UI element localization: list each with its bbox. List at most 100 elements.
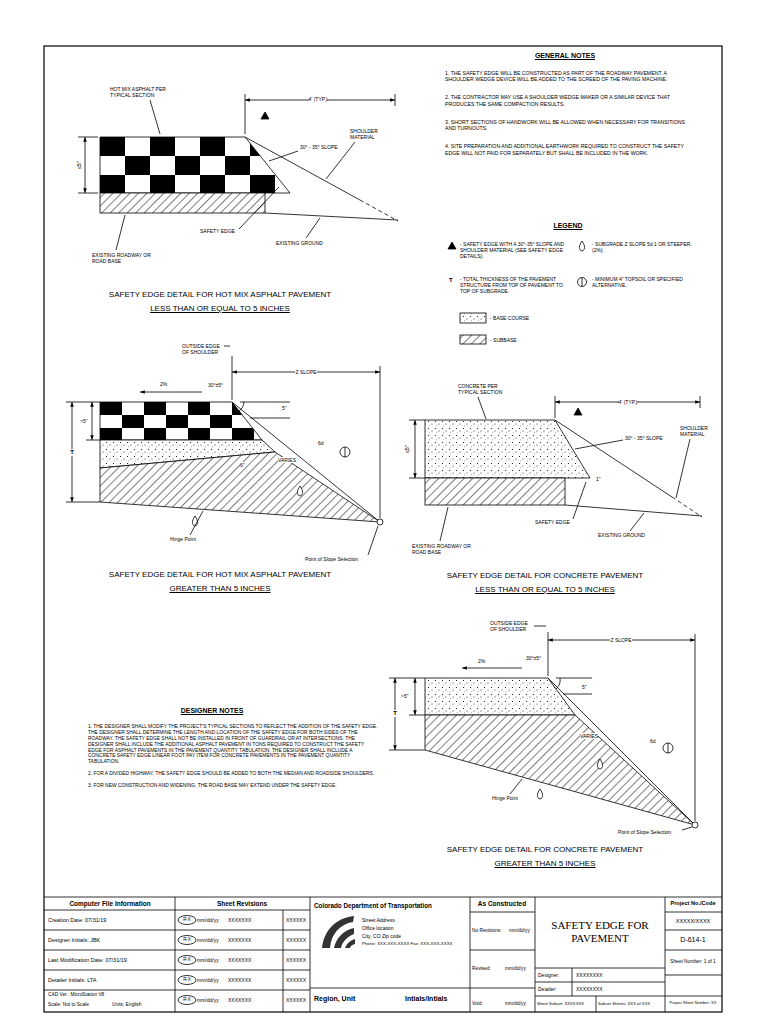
title-block-cell: Scale: Not to Scale — [48, 1002, 89, 1008]
dimension-text: VARIES — [580, 733, 598, 739]
callout-text: EXISTING GROUND — [598, 532, 645, 538]
dimension-text: 5" — [582, 684, 587, 690]
title-block-cell: No Revisions: — [472, 928, 502, 934]
title-block-cell: Creation Date: 07/31/19 — [48, 917, 106, 924]
title-block-cell: CAD Ver.: MicroStation V8 — [48, 992, 104, 998]
callout-text: SAFETY EDGE — [200, 228, 235, 234]
detail-title: GREATER THAN 5 INCHES — [169, 584, 270, 594]
dimension-line — [85, 137, 86, 193]
callout-text: EXISTING ROADWAY OR ROAD BASE — [92, 252, 154, 264]
revision-circle — [178, 916, 196, 925]
agency-name: Colorado Department of Transportation — [314, 902, 432, 910]
safety-edge-symbol — [574, 408, 582, 415]
safety-edge-symbol — [261, 112, 269, 119]
detail-title: SAFETY EDGE DETAIL FOR CONCRETE PAVEMENT — [447, 845, 643, 855]
title-block-cell: mm/dd/yy — [197, 937, 219, 943]
designer-note: 3. FOR NEW CONSTRUCTION AND WIDENING, TH… — [88, 783, 378, 789]
hma-thick-detail — [66, 346, 383, 555]
title-block-cell: mm/dd/yy — [197, 917, 219, 923]
general-note: 2. THE CONTRACTOR MAY USE A SHOULDER WED… — [445, 94, 695, 106]
revision-mark: R-X — [183, 957, 191, 962]
title-block-heading: Sheet Revisions — [217, 900, 267, 908]
topsoil-symbol — [345, 447, 346, 457]
shoulder-slope — [555, 420, 672, 497]
title-block-cell: Revised: — [472, 966, 491, 972]
shoulder-slope — [245, 137, 360, 200]
subgrade-symbol — [579, 241, 584, 251]
designer-note: 2. FOR A DIVIDED HIGHWAY, THE SAFETY EDG… — [88, 771, 378, 777]
title-block-cell: XXXXXXX — [228, 937, 251, 943]
callout-text: CONCRETE PER TYPICAL SECTION — [458, 383, 514, 395]
dimension-text: ≤5" — [404, 445, 411, 453]
dimension-text: 6" — [240, 462, 245, 468]
topsoil-symbol — [582, 278, 583, 287]
angle-arc — [556, 678, 560, 689]
legend-text: - TOTAL THICKNESS OF THE PAVEMENT STRUCT… — [460, 276, 568, 294]
title-block-cell: XXXXXX — [286, 917, 306, 923]
dimension-text: Z SLOPE — [610, 637, 631, 643]
dimension-text: >5" — [80, 418, 87, 424]
revision-mark: R-X — [183, 977, 191, 982]
revision-mark: R-X — [183, 917, 191, 922]
dimension-text: 30°±5° — [526, 655, 541, 661]
callout-text: EXISTING GROUND — [276, 240, 323, 246]
dimension-text: 4' (TYP.) — [619, 399, 638, 405]
sheet-frame — [44, 46, 722, 1012]
shoulder-slope — [232, 402, 380, 522]
callout-text: OUTSIDE EDGE OF SHOULDER — [182, 343, 224, 355]
leader-line — [510, 626, 692, 830]
designer-note: 1. THE DESIGNER SHALL MODIFY THE PROJECT… — [88, 724, 378, 765]
title-block-cell: Region, Unit — [314, 995, 355, 1003]
subgrade-symbol — [597, 759, 602, 769]
legend-text: - SAFETY EDGE WITH A 30°-35° SLOPE AND S… — [460, 241, 568, 259]
detail-title: GREATER THAN 5 INCHES — [494, 859, 595, 869]
title-block — [44, 897, 722, 1012]
callout-text: OUTSIDE EDGE OF SHOULDER — [490, 620, 532, 632]
dimension-text: 30°±5° — [208, 382, 223, 388]
road-base — [425, 478, 565, 505]
slope-selection-point — [377, 519, 383, 525]
callout-text: 30° - 35° SLOPE — [625, 435, 663, 441]
title-block-cell: mm/dd/yy — [197, 997, 219, 1003]
extension-line — [389, 632, 695, 821]
hma-pavement — [100, 137, 290, 193]
title-block-cell: XXXXXXX — [228, 997, 251, 1003]
general-note: 3. SHORT SECTIONS OF HANDWORK WILL BE AL… — [445, 119, 695, 131]
title-block-heading: Project No./Code — [670, 900, 715, 907]
legend-text: - SUBBASE — [490, 337, 517, 343]
title-block-cell: XXXXXXXX — [576, 972, 603, 978]
agency-logo — [322, 916, 354, 948]
detail-title: SAFETY EDGE DETAIL FOR HOT MIX ASPHALT P… — [109, 290, 331, 300]
notes-heading: DESIGNER NOTES — [181, 707, 244, 715]
title-block-cell: XXXXXX — [286, 997, 306, 1003]
legend-symbol: T — [449, 277, 453, 284]
detail-title: SAFETY EDGE DETAIL FOR HOT MIX ASPHALT P… — [109, 570, 331, 580]
agency-logo — [345, 939, 355, 948]
title-block-cell: Units: English — [112, 1002, 141, 1008]
callout-text: HOT MIX ASPHALT PER TYPICAL SECTION — [110, 86, 172, 98]
dimension-text: T — [393, 710, 397, 717]
legend-samples — [448, 241, 587, 344]
callout-text: SHOULDER MATERIAL — [680, 425, 718, 437]
subgrade-symbol — [192, 516, 197, 526]
title-block-cell: Detailer Initials: LTA — [48, 977, 96, 984]
title-block-cell: XXXXXX — [286, 937, 306, 943]
title-block-cell: Sheet Subset: XXXXXXX — [537, 1001, 584, 1006]
title-block-cell: Street Address — [362, 917, 395, 923]
callout-text: SHOULDER MATERIAL — [350, 128, 386, 140]
subgrade-symbol — [297, 486, 302, 496]
title-block-cell: mm/dd/yy — [509, 928, 530, 934]
dimension-text: ≤5" — [76, 161, 83, 169]
base-course-sample — [460, 313, 486, 323]
title-block-cell: Phone: XXX-XXX-XXXX Fax: XXX-XXX-XXXX — [362, 941, 453, 946]
existing-ground — [265, 213, 398, 220]
concrete-thin-detail — [409, 396, 702, 541]
title-block-cell: Void: — [472, 1001, 483, 1007]
leader-line — [116, 100, 355, 250]
subbase — [425, 715, 695, 825]
extension-line — [66, 356, 380, 518]
dimension-text: 6d — [318, 440, 324, 446]
legend-text: - MINIMUM 4" TOPSOIL OR SPECIFIED ALTERN… — [592, 276, 692, 288]
topsoil-symbol — [663, 743, 673, 753]
